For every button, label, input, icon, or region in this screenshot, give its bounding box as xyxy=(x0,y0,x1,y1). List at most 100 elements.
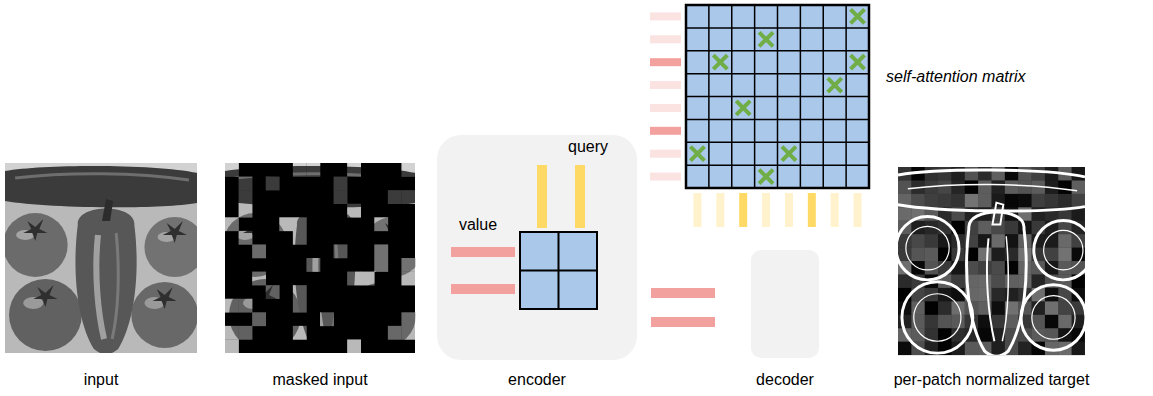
attention-matrix-part xyxy=(686,50,869,52)
target-edges-part xyxy=(902,282,973,353)
encoder-internals-part xyxy=(575,165,585,228)
attention-matrix-part xyxy=(686,5,869,188)
target-patches-part xyxy=(1032,167,1045,180)
encoder-internals-part xyxy=(537,165,547,228)
attention-matrix-part xyxy=(686,73,869,75)
target-patches-part xyxy=(1018,167,1031,180)
target-patches-part xyxy=(1058,248,1071,261)
target-patches-part xyxy=(938,301,951,314)
target-edges-part xyxy=(992,203,1003,225)
target-patches-part xyxy=(925,234,938,247)
target-patches-part xyxy=(925,221,938,234)
attention-matrix-part xyxy=(759,32,773,46)
target-patches-part xyxy=(991,261,1004,274)
target-patches-part xyxy=(1005,288,1018,301)
target-patches-part xyxy=(1045,248,1058,261)
query-label: query xyxy=(568,137,608,156)
attention-matrix-part-part xyxy=(690,147,704,161)
target-patches-part xyxy=(898,315,911,328)
target-patches-part xyxy=(991,315,1004,328)
target-patches-part xyxy=(1058,180,1071,193)
target-edges-part xyxy=(1032,296,1075,340)
attention-matrix-part-part xyxy=(851,55,865,69)
attention-matrix-part-part xyxy=(782,147,796,161)
attention-matrix-part xyxy=(686,27,869,29)
target-patches-part xyxy=(965,180,978,193)
target-patches-part xyxy=(1058,315,1071,328)
target-patches-part xyxy=(1032,194,1045,207)
attention-matrix-part xyxy=(693,193,701,227)
target-patches-part xyxy=(1045,234,1058,247)
target-patches-part xyxy=(925,248,938,261)
target-patches-part xyxy=(978,274,991,287)
attention-matrix-part xyxy=(650,150,681,158)
attention-matrix-part-part xyxy=(713,55,727,69)
target-patches-part xyxy=(965,342,978,355)
caption-text: decoder xyxy=(756,370,814,389)
target-edges-part xyxy=(1002,236,1008,341)
target-patches-part xyxy=(1058,261,1071,274)
target-patches-part xyxy=(898,342,911,355)
attention-matrix-part-part xyxy=(713,55,727,69)
target-photo-part xyxy=(898,167,1085,355)
attention-matrix-part xyxy=(785,193,793,227)
target-patches-part xyxy=(951,301,964,314)
attention-matrix-part-part xyxy=(782,147,796,161)
attention-matrix-part xyxy=(650,173,681,181)
attention-matrix-part-part xyxy=(759,32,773,46)
attention-matrix-part-part xyxy=(851,55,865,69)
target-edges-part xyxy=(1021,285,1085,350)
attention-matrix-part-part xyxy=(828,78,842,92)
target-edges-part xyxy=(898,170,1085,177)
target-patches-part xyxy=(991,180,1004,193)
target-patches-part xyxy=(951,180,964,193)
target-patches-part xyxy=(1005,180,1018,193)
attention-matrix-part xyxy=(854,193,862,227)
attention-matrix-part-part xyxy=(736,101,750,115)
target-patches-part xyxy=(978,180,991,193)
attention-matrix-part xyxy=(686,119,869,121)
target-patches-part xyxy=(978,194,991,207)
target-patches-part xyxy=(951,315,964,328)
input-photo-part xyxy=(5,163,197,353)
target-patches-part xyxy=(978,261,991,274)
caption-text: input xyxy=(84,370,119,389)
target-patches-part xyxy=(978,234,991,247)
target-edges-part xyxy=(1034,220,1085,279)
target-edges xyxy=(898,170,1085,355)
target-patches-part xyxy=(1058,221,1071,234)
attention-matrix-part xyxy=(650,58,681,66)
attention-matrix-part-part xyxy=(736,101,750,115)
attention-matrix-part xyxy=(831,193,839,227)
target-patches-part xyxy=(1058,328,1071,341)
target-patches-part xyxy=(1005,261,1018,274)
attention-matrix-part-part xyxy=(690,147,704,161)
target-patches-part xyxy=(1058,194,1071,207)
attention-matrix xyxy=(650,5,869,227)
target-patches-part xyxy=(925,315,938,328)
encoder-internals-part xyxy=(520,270,597,272)
target-patches-part xyxy=(1005,274,1018,287)
target-patches-part xyxy=(978,248,991,261)
target-patches-part xyxy=(1005,194,1018,207)
caption-text: per-patch normalized target xyxy=(894,370,1090,389)
target-patches-part xyxy=(1018,342,1031,355)
value-label: value xyxy=(459,215,497,234)
target-patches-part xyxy=(1018,194,1031,207)
encoded-tokens-part xyxy=(651,288,715,298)
encoded-tokens xyxy=(651,288,715,327)
target-patches-part xyxy=(898,274,911,287)
attention-matrix-part xyxy=(713,55,727,69)
caption-text: encoder xyxy=(508,370,566,389)
target-patches-part xyxy=(978,221,991,234)
attention-matrix-part xyxy=(650,35,681,43)
attention-matrix-part xyxy=(686,164,869,166)
masked-photo xyxy=(223,163,423,354)
target-patches-part xyxy=(991,301,1004,314)
target-patches-part xyxy=(1045,194,1058,207)
attention-matrix-part xyxy=(650,104,681,112)
target-patches-part xyxy=(911,248,924,261)
attention-matrix-part xyxy=(782,147,796,161)
